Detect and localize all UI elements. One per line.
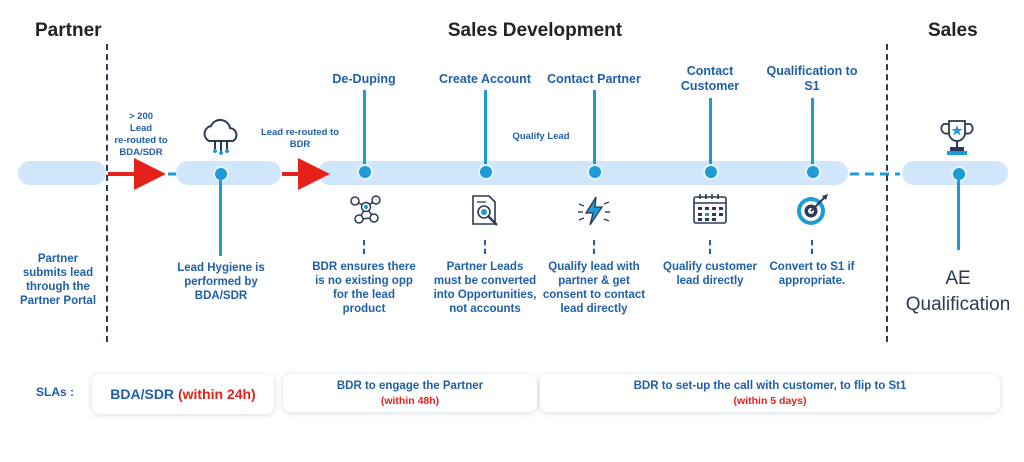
molecule-network-icon xyxy=(350,195,381,224)
step-contact-customer-dot xyxy=(703,164,719,180)
header-sales: Sales xyxy=(928,20,978,41)
sla-bda-main: BDA/SDR xyxy=(110,386,175,402)
sla-label: SLAs : xyxy=(36,385,75,399)
sla-bda-time: (within 24h) xyxy=(177,386,256,402)
sales-description: AE Qualification xyxy=(905,268,1011,315)
step-deduping-dot xyxy=(357,164,373,180)
sales-line xyxy=(957,180,960,250)
step-qualification-line xyxy=(811,98,814,166)
track-partner xyxy=(18,161,106,185)
divider-sales xyxy=(886,44,888,342)
target-icon xyxy=(797,194,828,225)
sla-bdr-customer-time: (within 5 days) xyxy=(733,395,807,407)
divider-partner xyxy=(106,44,108,342)
sla-bdr-customer-main: BDR to set-up the call with customer, to… xyxy=(633,380,907,392)
sla-bdr-partner-main: BDR to engage the Partner xyxy=(336,380,484,392)
step-contact-partner-dash xyxy=(593,240,595,254)
step-contact-partner-title: Contact Partner xyxy=(547,72,641,86)
sla-box-bdr-partner: BDR to engage the Partner (within 48h) xyxy=(283,374,537,412)
label-rerouted-bdr: Lead re-routed to BDR xyxy=(260,127,340,150)
sla-box-bdr-customer: BDR to set-up the call with customer, to… xyxy=(540,374,1000,412)
trophy-icon xyxy=(940,120,974,155)
lightning-icon xyxy=(578,196,610,226)
calendar-icon xyxy=(693,194,727,224)
step-deduping-line xyxy=(363,90,366,166)
cloud-network-icon xyxy=(203,118,238,155)
step-qualification-dot xyxy=(805,164,821,180)
step-qualification-title: Qualification to S1 xyxy=(766,64,858,93)
track-sales-development xyxy=(318,161,848,185)
step-contact-customer-line xyxy=(709,98,712,166)
step-contact-partner-description: Qualify lead with partner & get consent … xyxy=(542,261,646,315)
label-qualify-lead: Qualify Lead xyxy=(512,131,570,142)
step-qualification-dash xyxy=(811,240,813,254)
hygiene-description: Lead Hygiene is performed by BDA/SDR xyxy=(177,262,265,302)
step-create-account-dot xyxy=(478,164,494,180)
partner-description: Partner submits lead through the Partner… xyxy=(19,253,97,307)
step-qualification-description: Convert to S1 if appropriate. xyxy=(769,261,855,287)
label-rerouted-bda: > 200 Lead re-routed to BDA/SDR xyxy=(114,111,168,158)
step-contact-partner-line xyxy=(593,90,596,166)
sla-box-bda: BDA/SDR (within 24h) xyxy=(92,374,274,414)
header-sales-development: Sales Development xyxy=(447,20,623,41)
step-deduping-description: BDR ensures there is no existing opp for… xyxy=(312,261,416,315)
step-contact-customer-dash xyxy=(709,240,711,254)
step-contact-customer-title: Contact Customer xyxy=(680,64,740,93)
step-create-account-dash xyxy=(484,240,486,254)
step-create-account-title: Create Account xyxy=(439,72,531,86)
hygiene-line xyxy=(219,180,222,256)
step-deduping-title: De-Duping xyxy=(332,72,396,86)
document-search-icon xyxy=(472,195,498,226)
step-contact-partner-dot xyxy=(587,164,603,180)
step-deduping-dash xyxy=(363,240,365,254)
sla-bdr-partner-time: (within 48h) xyxy=(380,395,440,407)
step-create-account-description: Partner Leads must be converted into Opp… xyxy=(433,261,537,315)
step-create-account-line xyxy=(484,90,487,166)
step-contact-customer-description: Qualify customer lead directly xyxy=(663,261,757,287)
header-partner: Partner xyxy=(35,20,102,41)
